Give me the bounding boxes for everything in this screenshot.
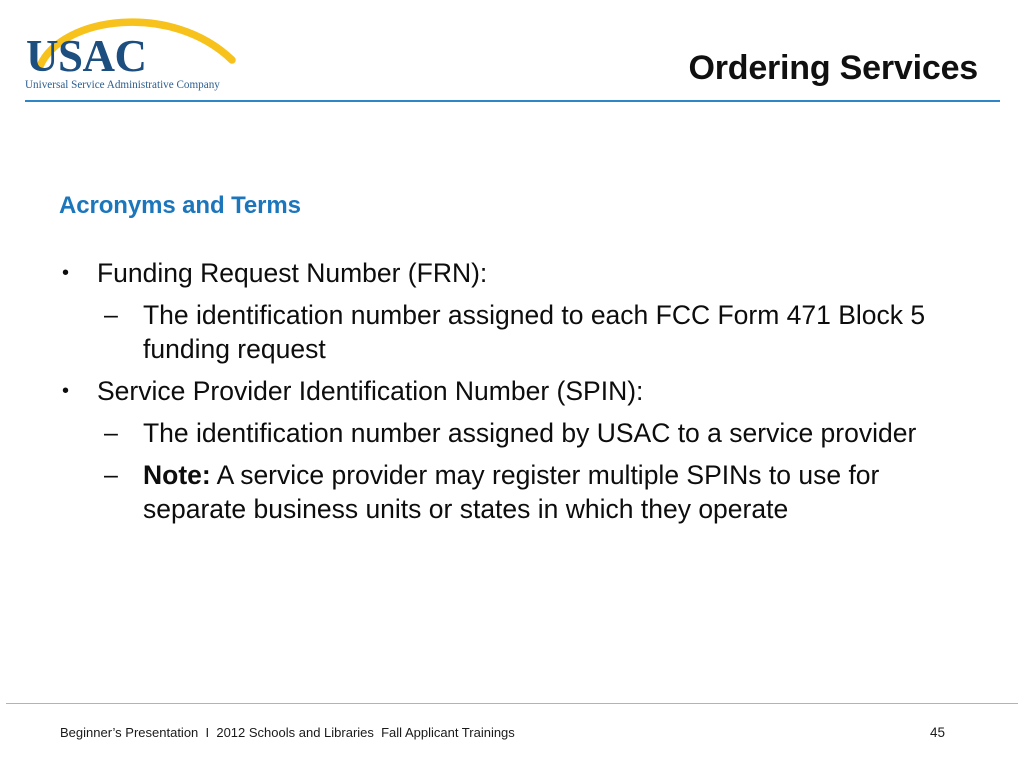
list-item-label: Note: A service provider may register mu… (143, 458, 979, 526)
section-heading: Acronyms and Terms (59, 192, 301, 219)
footer-text: Beginner’s Presentation I 2012 Schools a… (60, 725, 515, 740)
dash-marker-icon: – (104, 461, 118, 489)
list-item: • Service Provider Identification Number… (59, 374, 979, 408)
dash-marker-icon: – (104, 419, 118, 447)
bullet-list: • Funding Request Number (FRN): – The id… (59, 256, 979, 534)
dash-marker-icon: – (104, 301, 118, 329)
list-item-note: – Note: A service provider may register … (59, 458, 979, 526)
list-item-label: Service Provider Identification Number (… (97, 376, 644, 406)
bullet-marker-icon: • (62, 380, 70, 402)
usac-wordmark: USAC (26, 31, 147, 81)
title-divider (25, 100, 1000, 102)
list-item: • Funding Request Number (FRN): (59, 256, 979, 290)
page-title: Ordering Services (688, 49, 978, 87)
note-prefix: Note: (143, 460, 211, 490)
list-item-label: Funding Request Number (FRN): (97, 258, 488, 288)
list-item-label: The identification number assigned by US… (143, 418, 917, 448)
list-item: – The identification number assigned to … (59, 298, 979, 366)
page-number: 45 (930, 725, 946, 740)
footer-divider (6, 703, 1018, 704)
list-item-label: The identification number assigned to ea… (143, 300, 926, 364)
note-body: A service provider may register multiple… (143, 460, 880, 524)
usac-logo: USAC Universal Service Administrative Co… (22, 8, 244, 96)
list-item: – The identification number assigned by … (59, 416, 979, 450)
usac-tagline: Universal Service Administrative Company (25, 79, 220, 91)
gold-arc-icon (36, 18, 236, 70)
bullet-marker-icon: • (62, 262, 70, 284)
